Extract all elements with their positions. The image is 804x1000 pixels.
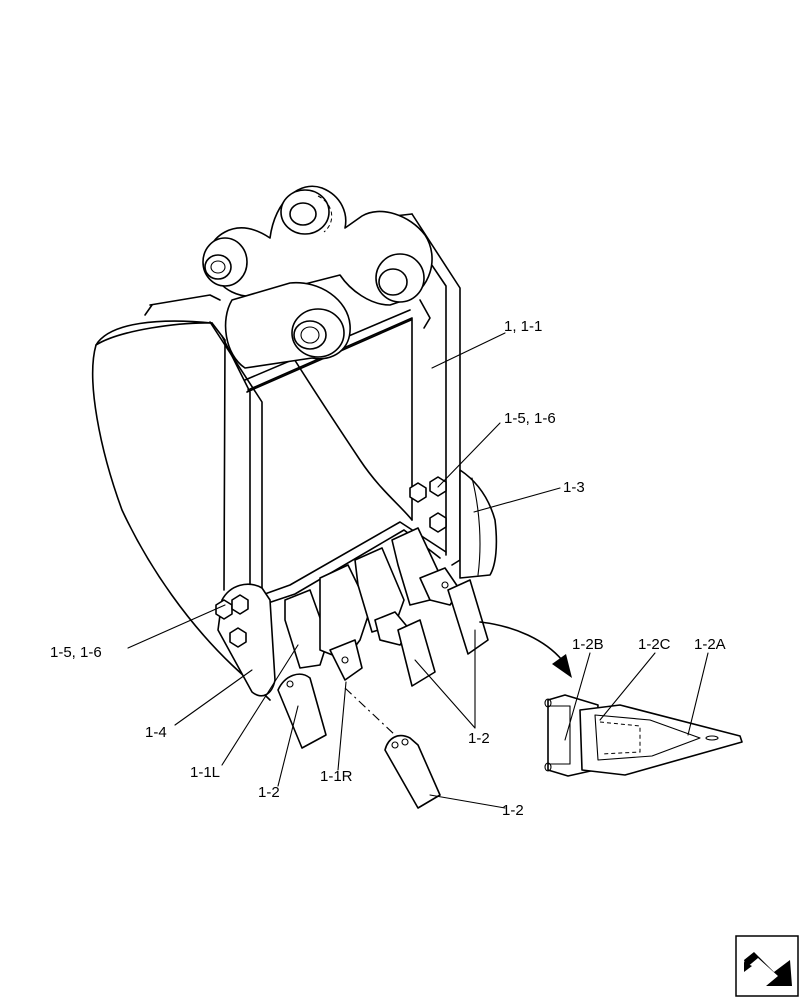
label-bolts-left: 1-5, 1-6 <box>50 644 102 661</box>
label-side-cutter: 1-3 <box>563 479 585 496</box>
label-adapter-right: 1-1R <box>320 768 353 785</box>
label-teeth-right: 1-2 <box>468 730 490 747</box>
callout-labels: 1, 1-1 1-5, 1-6 1-3 1-5, 1-6 1-4 1-1L 1-… <box>50 318 726 819</box>
label-tooth-left: 1-2 <box>258 784 280 801</box>
linkage-bracket <box>202 185 433 369</box>
next-page-arrow-icon[interactable] <box>735 935 799 997</box>
loose-tooth <box>344 687 441 809</box>
label-detail-c: 1-2C <box>638 636 671 653</box>
label-detail-b: 1-2B <box>572 636 604 653</box>
label-bolts-top: 1-5, 1-6 <box>504 410 556 427</box>
label-adapter-left: 1-1L <box>190 764 220 781</box>
teeth-row <box>277 527 489 749</box>
label-tooth-loose: 1-2 <box>502 802 524 819</box>
label-bucket: 1, 1-1 <box>504 318 542 335</box>
detail-arrow <box>479 621 572 678</box>
side-plate-left <box>215 583 276 697</box>
label-detail-a: 1-2A <box>694 636 726 653</box>
label-side-plate: 1-4 <box>145 724 167 741</box>
detail-tooth-assembly <box>544 694 743 777</box>
leader-lines <box>127 332 709 809</box>
